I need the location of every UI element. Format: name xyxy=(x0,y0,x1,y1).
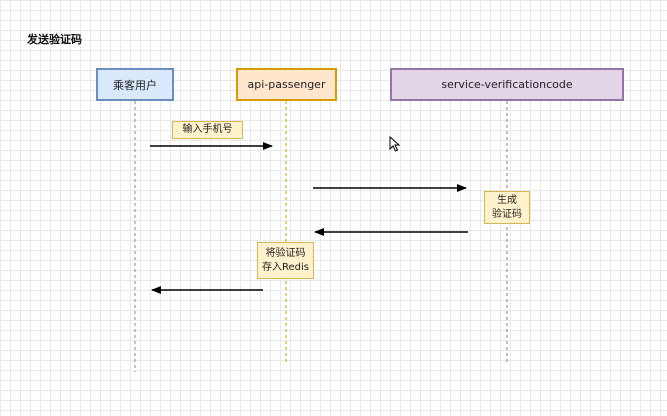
note-store-redis[interactable]: 将验证码 存入Redis xyxy=(257,242,314,279)
note-input-phone[interactable]: 输入手机号 xyxy=(172,121,243,139)
participant-passenger[interactable]: 乘客用户 xyxy=(96,68,174,101)
note-generate-line1: 生成 xyxy=(497,194,517,206)
mouse-cursor-icon xyxy=(389,135,401,152)
note-redis-line1: 将验证码 xyxy=(265,247,306,259)
note-generate-code[interactable]: 生成 验证码 xyxy=(484,191,530,224)
diagram-title: 发送验证码 xyxy=(27,33,82,46)
participant-service-verificationcode[interactable]: service-verificationcode xyxy=(390,68,624,101)
participant-api-passenger[interactable]: api-passenger xyxy=(236,68,337,101)
note-generate-line2: 验证码 xyxy=(492,208,522,220)
note-redis-line2: 存入Redis xyxy=(262,261,309,273)
